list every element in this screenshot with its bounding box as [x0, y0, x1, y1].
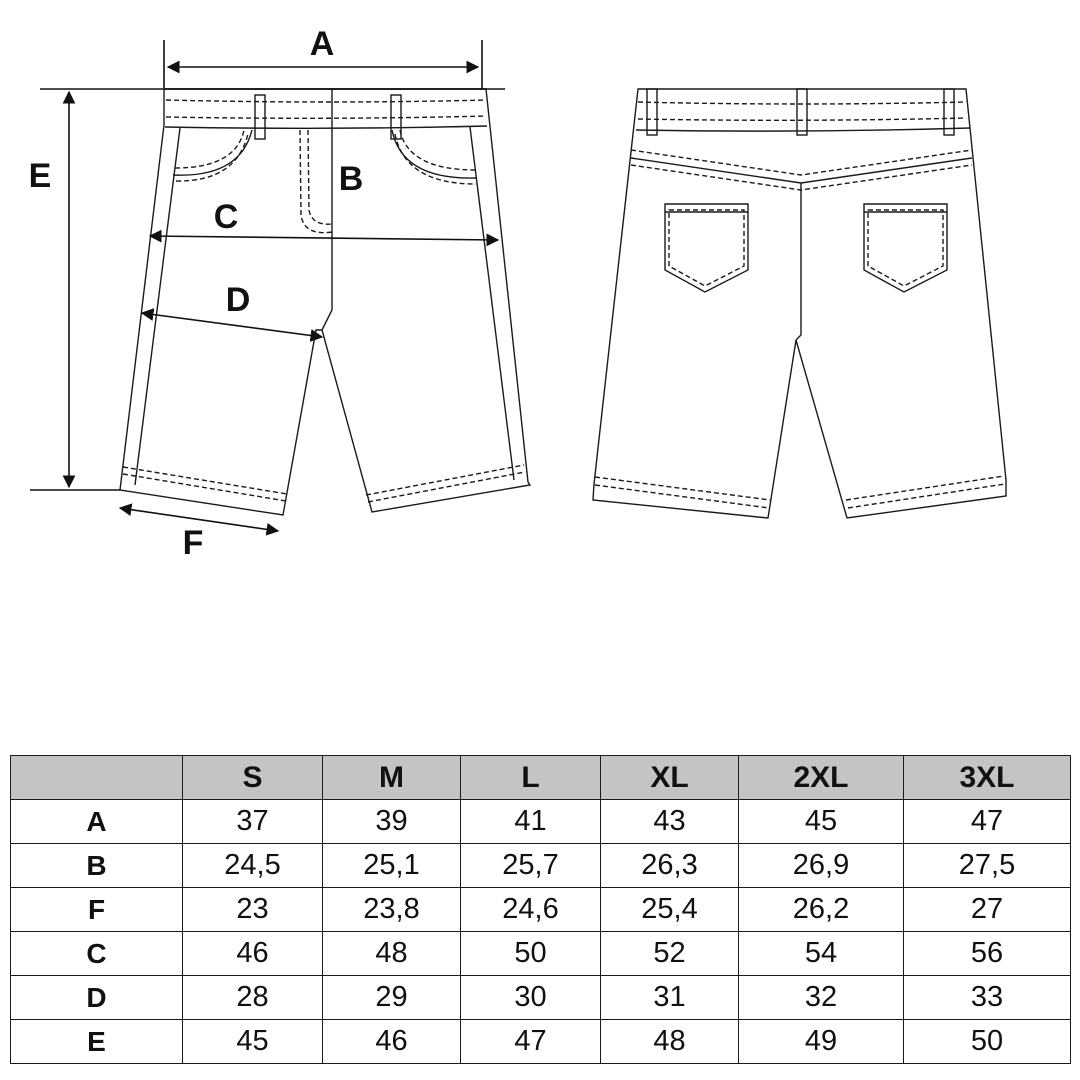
label-e: E [29, 157, 52, 195]
table-cell: 24,5 [182, 843, 323, 888]
table-row: B 24,5 25,1 25,7 26,3 26,9 27,5 [10, 843, 1071, 888]
table-cell: 24,6 [460, 887, 601, 932]
table-cell: 23,8 [322, 887, 461, 932]
table-cell: 50 [460, 931, 601, 976]
row-label: B [10, 843, 183, 888]
table-cell: 39 [322, 799, 461, 844]
table-cell: 46 [322, 1019, 461, 1064]
table-cell: 29 [322, 975, 461, 1020]
label-f: F [183, 524, 204, 560]
table-cell: 49 [738, 1019, 904, 1064]
row-label: C [10, 931, 183, 976]
header-cell-size: M [322, 755, 461, 800]
table-cell: 45 [738, 799, 904, 844]
shorts-back-view [592, 88, 1007, 519]
shorts-measurement-figure: A B C D E F [29, 25, 1007, 560]
header-cell-blank [10, 755, 183, 800]
row-label: D [10, 975, 183, 1020]
label-d: D [226, 281, 251, 319]
header-cell-size: XL [600, 755, 739, 800]
table-row: A 37 39 41 43 45 47 [10, 799, 1071, 844]
header-cell-size: 2XL [738, 755, 904, 800]
header-cell-size: L [460, 755, 601, 800]
table-cell: 47 [903, 799, 1071, 844]
table-cell: 25,4 [600, 887, 739, 932]
label-c: C [214, 198, 239, 236]
table-row: D 28 29 30 31 32 33 [10, 975, 1071, 1020]
table-cell: 52 [600, 931, 739, 976]
table-cell: 37 [182, 799, 323, 844]
table-cell: 26,9 [738, 843, 904, 888]
measurement-lines [30, 40, 505, 536]
row-label: F [10, 887, 183, 932]
table-cell: 32 [738, 975, 904, 1020]
size-table: S M L XL 2XL 3XL A 37 39 41 43 45 47 B 2… [10, 755, 1071, 1064]
table-cell: 33 [903, 975, 1071, 1020]
table-cell: 23 [182, 887, 323, 932]
table-cell: 28 [182, 975, 323, 1020]
table-cell: 25,7 [460, 843, 601, 888]
header-cell-size: S [182, 755, 323, 800]
table-cell: 27 [903, 887, 1071, 932]
table-row: F 23 23,8 24,6 25,4 26,2 27 [10, 887, 1071, 932]
table-cell: 25,1 [322, 843, 461, 888]
table-cell: 48 [600, 1019, 739, 1064]
table-cell: 41 [460, 799, 601, 844]
table-header-row: S M L XL 2XL 3XL [10, 755, 1071, 800]
table-cell: 47 [460, 1019, 601, 1064]
table-cell: 45 [182, 1019, 323, 1064]
row-label: A [10, 799, 183, 844]
shorts-front-view [119, 88, 532, 516]
header-cell-size: 3XL [903, 755, 1071, 800]
table-row: C 46 48 50 52 54 56 [10, 931, 1071, 976]
table-cell: 31 [600, 975, 739, 1020]
table-cell: 56 [903, 931, 1071, 976]
label-a: A [310, 25, 335, 63]
table-cell: 43 [600, 799, 739, 844]
table-cell: 46 [182, 931, 323, 976]
table-cell: 54 [738, 931, 904, 976]
table-cell: 26,2 [738, 887, 904, 932]
label-b: B [339, 160, 364, 198]
table-cell: 30 [460, 975, 601, 1020]
table-cell: 27,5 [903, 843, 1071, 888]
table-cell: 26,3 [600, 843, 739, 888]
row-label: E [10, 1019, 183, 1064]
table-cell: 48 [322, 931, 461, 976]
table-cell: 50 [903, 1019, 1071, 1064]
table-row: E 45 46 47 48 49 50 [10, 1019, 1071, 1064]
